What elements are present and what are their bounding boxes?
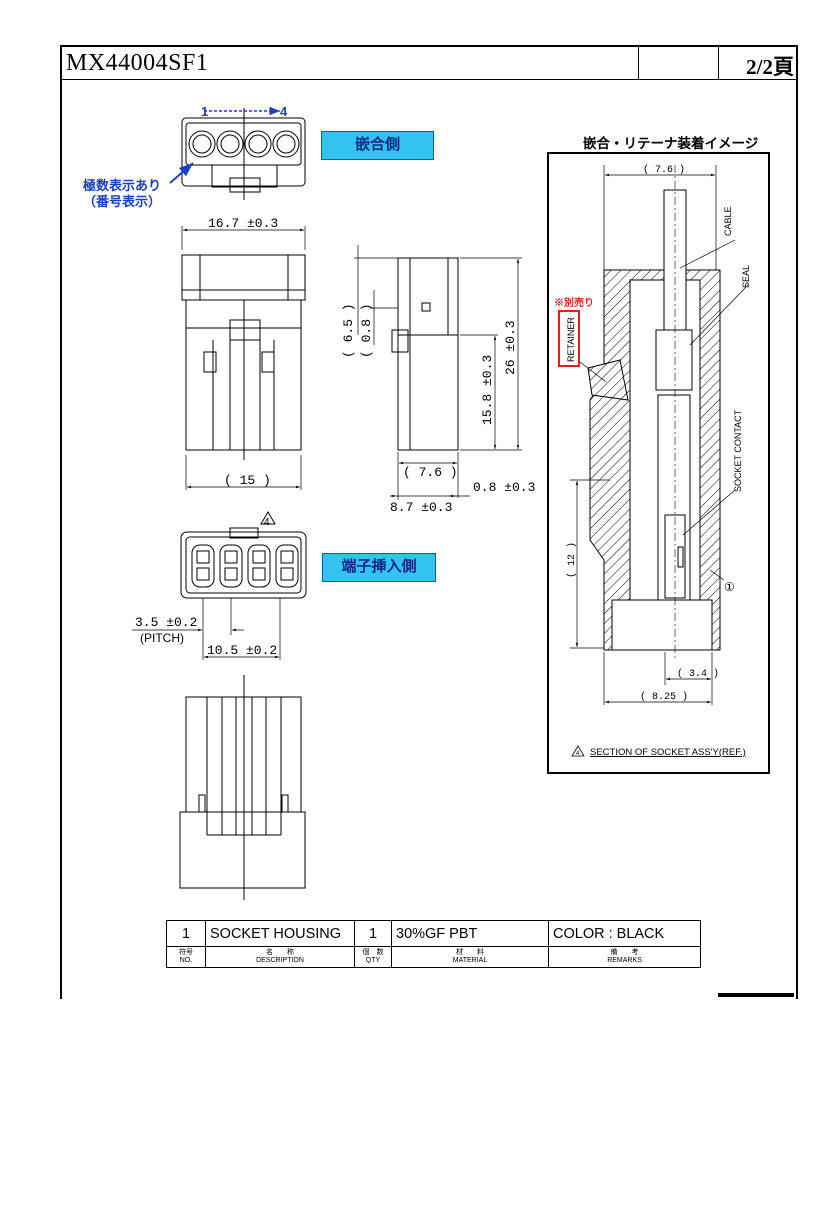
section-dim-8-25: ( 8.25 ) [640, 691, 688, 703]
page-number: 2/2頁 [746, 55, 794, 79]
front-elevation-view [181, 226, 306, 490]
polarity-note-line2: （番号表示） [82, 194, 161, 209]
dim-width-bottom: ( 15 ) [224, 473, 271, 488]
title-block: MX44004SF1 2/2頁 [62, 47, 796, 80]
dim-0-8-ref: ( 0.8 ) [359, 303, 374, 358]
section-detail-frame [547, 152, 770, 774]
pin-start-label: 1 [201, 104, 208, 119]
section-dim-12: ( 12 ) [566, 542, 578, 578]
dim-8-7: 8.7 ±0.3 [390, 500, 452, 515]
dim-0-8: 0.8 ±0.3 [473, 480, 535, 495]
pitch-label: (PITCH) [140, 631, 184, 645]
part-number: MX44004SF1 [66, 50, 209, 76]
bom-qty: 1 [354, 920, 392, 947]
section-dimensions [570, 165, 749, 705]
title-divider [718, 47, 719, 79]
section-note-number: 4 [576, 751, 580, 757]
border-mark [718, 993, 794, 997]
retainer-label: RETAINER [566, 317, 576, 362]
bom-description: SOCKET HOUSING [205, 920, 355, 947]
polarity-pointer [169, 162, 194, 184]
drawing-sheet: MX44004SF1 2/2頁 [60, 45, 798, 999]
note-triangle [571, 745, 585, 757]
section-dim-top: ( 7.6 ) [643, 164, 685, 176]
detail-title: 嵌合・リテーナ装着イメージ [583, 136, 759, 151]
section-dim-3-4: ( 3.4 ) [677, 668, 719, 680]
mating-side-label: 嵌合側 [321, 131, 434, 160]
dim-7-6: ( 7.6 ) [403, 465, 458, 480]
bom-no: 1 [166, 920, 206, 947]
title-divider [638, 47, 639, 79]
dim-height-total: 26 ±0.3 [503, 320, 518, 375]
side-view [354, 245, 522, 500]
terminal-side-label: 端子挿入側 [322, 553, 436, 582]
cable-label: CABLE [723, 206, 733, 236]
dim-span: 10.5 ±0.2 [207, 643, 277, 658]
terminal-side-view [132, 511, 307, 660]
mating-face-view [181, 108, 306, 200]
section-note: SECTION OF SOCKET ASS'Y(REF.) [590, 747, 746, 758]
retainer-note: ※別売り [554, 296, 594, 309]
seal-label: SEAL [741, 265, 751, 288]
dim-height-body: 15.8 ±0.3 [480, 355, 495, 425]
polarity-note: 極数表示あり （番号表示） [74, 178, 170, 210]
bom-remarks: COLOR : BLACK [548, 920, 701, 947]
bom-material: 30%GF PBT [391, 920, 549, 947]
dim-pitch: 3.5 ±0.2 [135, 615, 197, 630]
section-view [587, 165, 721, 660]
retainer-highlight [558, 310, 580, 367]
item-marker: ① [724, 580, 735, 594]
dim-width-top: 16.7 ±0.3 [208, 216, 278, 231]
bottom-view [179, 675, 306, 900]
socket-contact-label: SOCKET CONTACT [733, 409, 743, 492]
triangle-note-number: 4 [264, 517, 270, 528]
bill-of-materials: 1 SOCKET HOUSING 1 30%GF PBT COLOR : BLA… [166, 920, 701, 968]
polarity-note-line1: 極数表示あり [82, 178, 161, 193]
dim-6-5: ( 6.5 ) [341, 303, 356, 358]
pin-end-label: 4 [280, 104, 288, 119]
